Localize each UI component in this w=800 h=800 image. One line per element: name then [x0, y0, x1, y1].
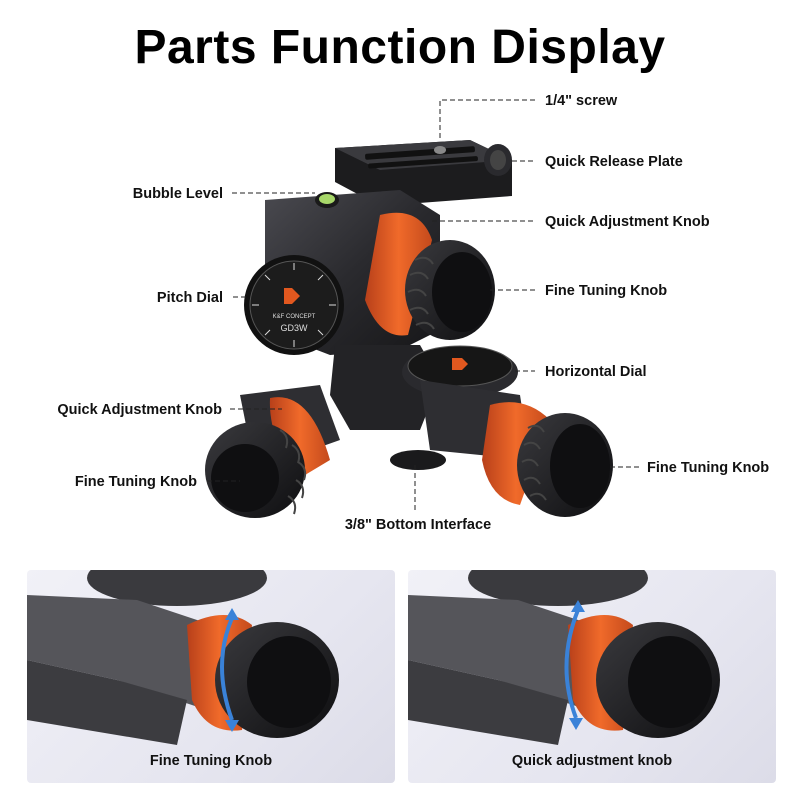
- label-fine-tuning-knob-right: Fine Tuning Knob: [647, 460, 769, 476]
- screw-icon: [434, 146, 446, 154]
- label-screw: 1/4" screw: [545, 93, 618, 109]
- label-quick-release-plate: Quick Release Plate: [545, 154, 683, 170]
- label-quick-adjustment-knob-top: Quick Adjustment Knob: [545, 214, 710, 230]
- label-fine-tuning-knob-top: Fine Tuning Knob: [545, 283, 667, 299]
- page-title: Parts Function Display: [134, 21, 666, 74]
- panel-quick-adjustment-knob: Quick adjustment knob: [408, 570, 776, 783]
- quick-adjustment-closeup: [408, 570, 720, 745]
- fine-tuning-closeup: [27, 570, 339, 745]
- model-label: GD3W: [281, 323, 309, 333]
- quick-release-plate: [335, 140, 512, 206]
- label-quick-adjustment-knob-left: Quick Adjustment Knob: [57, 402, 222, 418]
- pitch-dial: K&F CONCEPT GD3W: [244, 255, 344, 355]
- label-pitch-dial: Pitch Dial: [157, 290, 223, 306]
- brand-label: K&F CONCEPT: [273, 314, 316, 320]
- label-bubble-level: Bubble Level: [133, 186, 223, 202]
- leader-lines: [207, 99, 640, 512]
- rotation-arrow-icon: [220, 617, 234, 721]
- label-bottom-interface: 3/8" Bottom Interface: [345, 517, 491, 533]
- panel-fine-tuning-knob: Fine Tuning Knob: [27, 570, 395, 783]
- tripod-head: K&F CONCEPT GD3W: [205, 140, 613, 518]
- caption-quick-adjustment-knob: Quick adjustment knob: [511, 753, 673, 769]
- rotation-arrow-icon: [564, 609, 580, 719]
- parts-diagram: K&F CONCEPT GD3W: [57, 93, 769, 533]
- quick-adjustment-ring-left: [269, 397, 330, 478]
- label-fine-tuning-knob-left: Fine Tuning Knob: [75, 474, 197, 490]
- label-horizontal-dial: Horizontal Dial: [545, 364, 647, 380]
- caption-fine-tuning-knob: Fine Tuning Knob: [149, 753, 273, 769]
- bottom-interface: [390, 450, 446, 470]
